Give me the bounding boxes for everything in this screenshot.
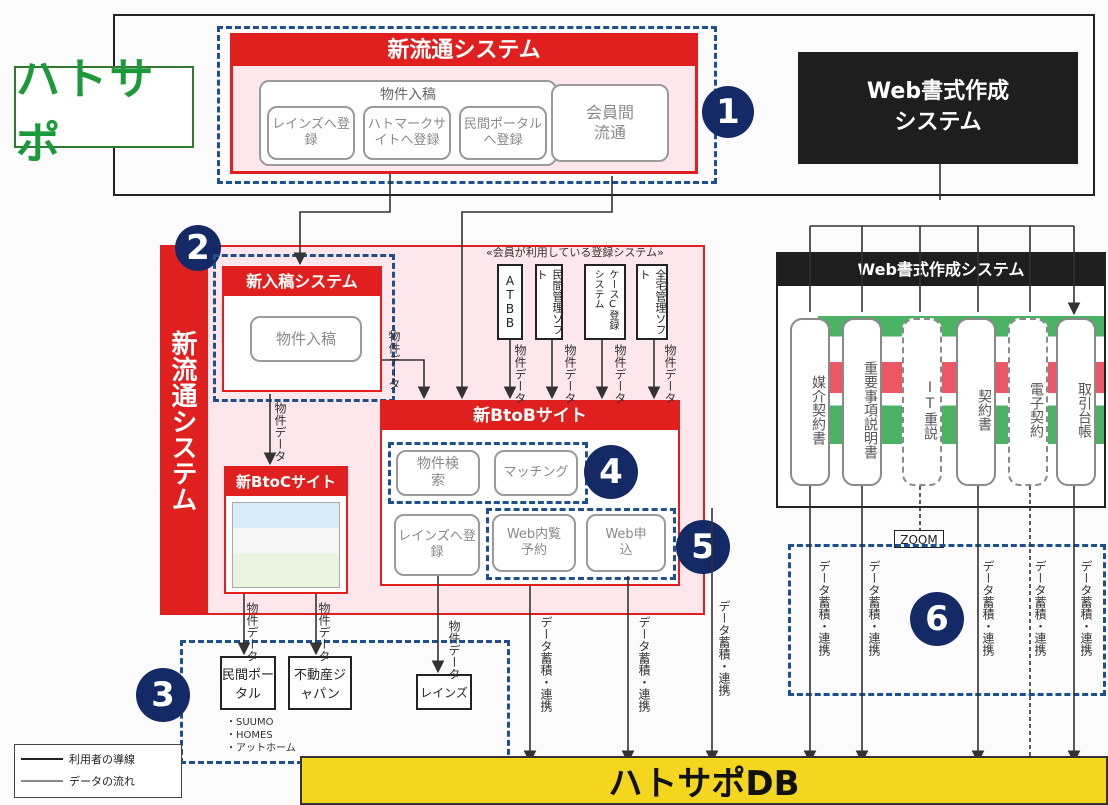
web-form-panel-title: Web書式作成システム bbox=[778, 254, 1104, 286]
member-system-zentaku: 全宅管理ソフト bbox=[636, 264, 668, 340]
member-system-private-mgmt: 民間管理ソフト bbox=[535, 264, 564, 340]
doc-it-explanation: IT重説 bbox=[902, 318, 942, 486]
doc-important-explanation: 重要事項説明書 bbox=[842, 318, 882, 486]
output-private-portal: 民間ポータル bbox=[220, 656, 276, 710]
legend-data-flow: データの流れ bbox=[21, 773, 175, 789]
doc-brokerage-contract: 媒介契約書 bbox=[790, 318, 830, 486]
label-property-data-btoc: 物件データ bbox=[273, 402, 287, 462]
new-entry-title: 新入稿システム bbox=[224, 268, 380, 296]
data-link-label-doc2: データ蓄積・連携 bbox=[867, 560, 881, 656]
web-form-system-top: Web書式作成システム bbox=[798, 52, 1078, 164]
web-viewing-pill: Web内覧予約 bbox=[492, 514, 576, 572]
data-link-label-doc1: データ蓄積・連携 bbox=[817, 560, 831, 656]
left-vertical-title: 新流通システム bbox=[167, 330, 197, 512]
data-link-label-doc5: データ蓄積・連携 bbox=[1033, 560, 1047, 656]
legend-user-flow-arrow bbox=[21, 758, 63, 760]
member-system-caseC: ケースC登録システム bbox=[584, 264, 626, 340]
web-form-system-top-title: Web書式作成システム bbox=[866, 79, 1010, 135]
zoom-box: ZOOM bbox=[894, 530, 944, 548]
number-badge-3: 3 bbox=[136, 668, 190, 722]
btoc-title: 新BtoCサイト bbox=[226, 468, 346, 496]
output-real-estate-japan: 不動産ジャパン bbox=[288, 656, 352, 710]
label-property-data-1: 物件データ bbox=[513, 344, 527, 404]
doc-transaction-ledger: 取引台帳 bbox=[1056, 318, 1096, 486]
hatosapo-logo: ハトサポ bbox=[14, 54, 194, 169]
legend-data-flow-label: データの流れ bbox=[69, 775, 135, 788]
hatosapo-db-label: ハトサポDB bbox=[608, 764, 800, 804]
member-distribution-pill: 会員間流通 bbox=[551, 84, 669, 162]
doc-electronic-contract: 電子契約 bbox=[1008, 318, 1048, 486]
data-link-label-doc6: データ蓄積・連携 bbox=[1079, 560, 1093, 656]
property-search-pill: 物件検索 bbox=[396, 450, 480, 496]
btob-reins-pill: レインズへ登録 bbox=[394, 514, 480, 576]
portal-list-item: ・HOMES bbox=[226, 730, 273, 741]
data-link-label-btob-2: データ蓄積・連携 bbox=[637, 616, 651, 712]
hatosapo-logo-text: ハトサポ bbox=[16, 54, 156, 169]
property-entry-group: 物件入稿 レインズへ登録 ハトマークサイトへ登録 民間ポータルへ登録 bbox=[259, 80, 557, 166]
portal-register-pill: 民間ポータルへ登録 bbox=[459, 106, 547, 160]
portal-list-item: ・SUUMO bbox=[226, 717, 274, 728]
btob-title: 新BtoBサイト bbox=[382, 402, 678, 430]
number-badge-6: 6 bbox=[910, 592, 964, 646]
label-property-data-4: 物件データ bbox=[663, 344, 677, 404]
new-distribution-system: 新流通システム 物件入稿 レインズへ登録 ハトマークサイトへ登録 民間ポータルへ… bbox=[230, 33, 698, 174]
web-application-pill: Web申込 bbox=[586, 514, 666, 572]
doc-contract: 契約書 bbox=[956, 318, 996, 486]
legend-user-flow-label: 利用者の導線 bbox=[69, 753, 135, 766]
btoc-screenshot bbox=[232, 502, 340, 588]
portal-list: ・SUUMO ・HOMES ・アットホーム bbox=[226, 716, 296, 755]
reins-register-pill: レインズへ登録 bbox=[267, 106, 355, 160]
data-link-label-doc4: データ蓄積・連携 bbox=[981, 560, 995, 656]
label-property-data-2: 物件データ bbox=[563, 344, 577, 404]
portal-list-item: ・アットホーム bbox=[226, 743, 296, 754]
data-link-label-btob-1: データ蓄積・連携 bbox=[539, 616, 553, 712]
new-distribution-title: 新流通システム bbox=[233, 36, 695, 66]
legend-data-flow-arrow bbox=[21, 780, 63, 782]
new-btoc-site: 新BtoCサイト bbox=[224, 466, 348, 594]
number-badge-1: 1 bbox=[702, 86, 754, 138]
property-entry-group-title: 物件入稿 bbox=[380, 87, 436, 103]
label-property-data-out3: 物件データ bbox=[447, 620, 461, 680]
new-entry-system: 新入稿システム 物件入稿 bbox=[222, 266, 382, 392]
matching-pill: マッチング bbox=[494, 450, 578, 496]
member-systems-caption: «会員が利用している登録システム» bbox=[486, 246, 664, 259]
number-badge-4: 4 bbox=[584, 445, 638, 499]
section-6-dashed-frame bbox=[788, 544, 1106, 696]
output-reins: レインズ bbox=[416, 674, 472, 710]
legend-user-flow: 利用者の導線 bbox=[21, 751, 175, 767]
number-badge-5: 5 bbox=[676, 520, 730, 574]
section-5-dashed-frame bbox=[486, 508, 676, 580]
new-entry-property-pill: 物件入稿 bbox=[250, 316, 362, 362]
data-link-label-btob-3: データ蓄積・連携 bbox=[717, 600, 731, 696]
hatomark-register-pill: ハトマークサイトへ登録 bbox=[363, 106, 451, 160]
member-system-atbb: ATBB bbox=[497, 264, 523, 340]
hatosapo-db: ハトサポDB bbox=[300, 756, 1108, 805]
legend: 利用者の導線 データの流れ bbox=[14, 744, 182, 798]
label-property-data-3: 物件データ bbox=[613, 344, 627, 404]
left-red-band bbox=[160, 245, 208, 615]
